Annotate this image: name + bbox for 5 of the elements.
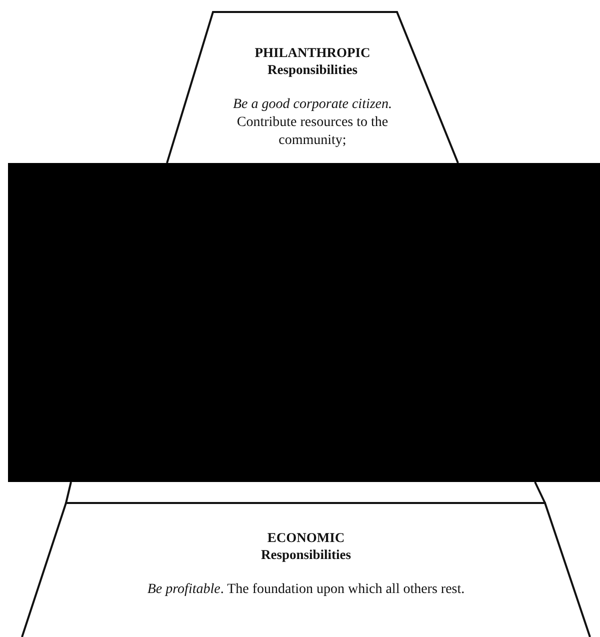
tier-description: Be profitable. The foundation upon which all others rest. [146, 581, 466, 599]
tier-heading: PHILANTHROPIC Responsibilities [254, 44, 372, 78]
tier-description: Be a good corporate citizen. Contribute resources to the community; [232, 96, 394, 150]
tier-heading: ECONOMIC Responsibilities [260, 529, 352, 563]
pyramid-base-tier [20, 503, 592, 637]
